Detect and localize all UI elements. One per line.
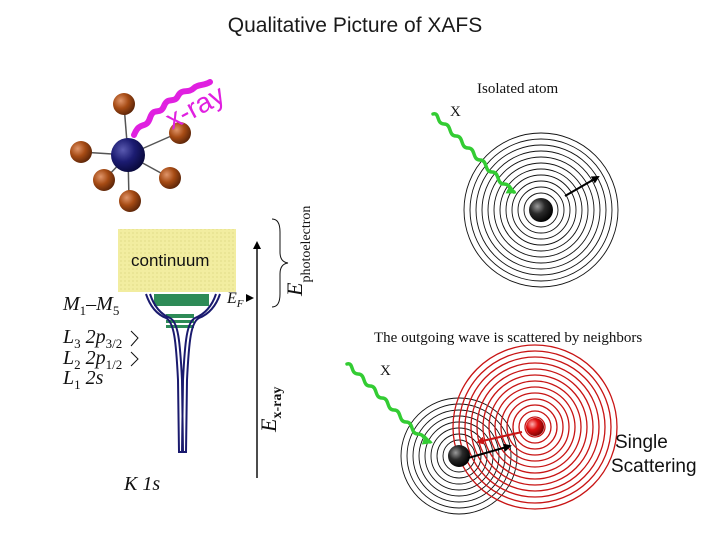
outgoing-photoelectron-arrow	[467, 443, 512, 459]
neighbor-scatterer-atom	[526, 418, 544, 436]
isolated-atom-heading: Isolated atom	[477, 81, 559, 97]
photoelectron-brace	[271, 218, 289, 308]
continuum-label: continuum	[131, 251, 209, 270]
single-scattering-label: Single Scattering	[611, 432, 697, 477]
neighbor-atom	[113, 93, 135, 115]
scattering-panel: The outgoing wave is scattered by neighb…	[345, 330, 697, 515]
isolated-xray-wave	[431, 112, 517, 194]
scattering-xray-wave	[345, 362, 433, 445]
l2-level-bar	[166, 320, 194, 323]
backscatter-arrow	[476, 431, 523, 445]
neighbor-atom	[119, 190, 141, 212]
fermi-level-label: EF	[226, 290, 244, 310]
l2-label: L2 2p1/2	[62, 347, 122, 372]
page-title: Qualitative Picture of XAFS	[228, 14, 482, 37]
energy-level-diagram: continuum M1–M5 L3 2p3/2 L2 2p1/2 L1 2s …	[62, 206, 314, 495]
xray-energy-label: Ex-ray	[256, 387, 285, 433]
l1-label: L1 2s	[62, 367, 104, 392]
scattering-absorber-atom	[448, 445, 470, 467]
molecule: x-ray	[70, 79, 230, 212]
neighbor-atom	[70, 141, 92, 163]
l3-level-bar	[166, 314, 194, 318]
m-shell-label: M1–M5	[62, 293, 119, 318]
l1-level-bar	[166, 325, 194, 328]
absorber-atom	[111, 138, 145, 172]
isolated-xray-label: X	[450, 104, 461, 120]
l-shell-bracket	[130, 330, 139, 367]
isolated-absorber-atom	[529, 198, 553, 222]
isolated-atom-panel: Isolated atom X	[431, 81, 619, 288]
xray-wave	[131, 79, 213, 138]
m-level-bar	[154, 294, 209, 306]
neighbor-atom	[159, 167, 181, 189]
continuum-band	[118, 229, 236, 292]
scattering-caption: The outgoing wave is scattered by neighb…	[374, 330, 642, 346]
neighbor-atom	[169, 122, 191, 144]
scattering-xray-label: X	[380, 363, 391, 379]
k-shell-label: K 1s	[123, 473, 160, 495]
photoelectron-arrow	[564, 176, 600, 197]
neighbor-atom	[93, 169, 115, 191]
photoelectron-energy-label: Ephotoelectron	[282, 206, 314, 297]
scattered-wave-rings	[452, 344, 618, 510]
l3-label: L3 2p3/2	[62, 326, 122, 351]
